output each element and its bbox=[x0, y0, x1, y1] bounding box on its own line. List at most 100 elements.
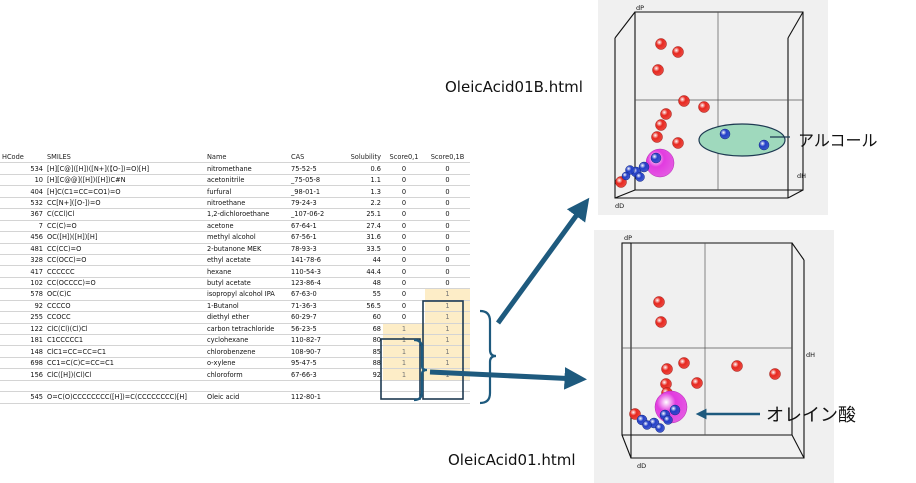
red-solvent-sphere bbox=[651, 131, 663, 143]
table-cell bbox=[289, 380, 341, 393]
plot-panel-top[interactable]: dP dH dD bbox=[598, 0, 828, 215]
table-cell: 123-86-4 bbox=[289, 277, 341, 290]
score01b-bracket bbox=[479, 309, 497, 405]
table-cell: 112-80-1 bbox=[289, 391, 341, 404]
table-cell: 60-29-7 bbox=[289, 311, 341, 324]
bottom-plot-points bbox=[629, 296, 781, 433]
red-solvent-sphere bbox=[655, 316, 667, 328]
table-cell: 2.2 bbox=[341, 197, 383, 210]
blue-solvent-sphere bbox=[669, 404, 681, 416]
blue-solvent-sphere bbox=[650, 152, 662, 164]
table-cell: cyclohexane bbox=[205, 334, 289, 347]
table-cell: O=C(O)CCCCCCCC([H])=C(CCCCCCCC)[H] bbox=[45, 391, 205, 404]
table-cell: 0 bbox=[383, 185, 425, 198]
table-cell: 88 bbox=[341, 357, 383, 370]
hansen-3d-plot-top[interactable]: dP dH dD bbox=[598, 0, 828, 215]
score01-highlight-box bbox=[380, 338, 421, 400]
table-cell: 0 bbox=[425, 254, 470, 267]
table-cell: _107-06-2 bbox=[289, 208, 341, 221]
table-cell: 55 bbox=[341, 288, 383, 301]
table-cell bbox=[45, 380, 205, 393]
table-cell: OC(C)C bbox=[45, 288, 205, 301]
table-cell: hexane bbox=[205, 265, 289, 278]
hansen-3d-plot-bottom[interactable]: dP dH dD bbox=[594, 230, 834, 483]
blue-solvent-sphere bbox=[758, 139, 770, 151]
table-row bbox=[0, 380, 470, 393]
table-cell: chlorobenzene bbox=[205, 345, 289, 358]
table-cell: 0 bbox=[383, 197, 425, 210]
table-cell: 578 bbox=[0, 288, 45, 301]
table-cell: 92 bbox=[341, 368, 383, 381]
red-solvent-sphere bbox=[655, 38, 667, 50]
table-cell bbox=[383, 391, 425, 404]
red-solvent-sphere bbox=[655, 119, 667, 131]
table-cell: _98-01-1 bbox=[289, 185, 341, 198]
table-cell: chloroform bbox=[205, 368, 289, 381]
header-name: Name bbox=[205, 152, 289, 164]
table-cell: 0 bbox=[383, 162, 425, 175]
table-cell: C(CCl)Cl bbox=[45, 208, 205, 221]
table-cell: 255 bbox=[0, 311, 45, 324]
table-cell: 328 bbox=[0, 254, 45, 267]
solvent-table: HCode SMILES Name CAS Solubility Score0,… bbox=[0, 152, 470, 404]
table-cell: 27.4 bbox=[341, 220, 383, 233]
table-cell bbox=[0, 380, 45, 393]
table-cell: 56.5 bbox=[341, 300, 383, 313]
table-cell: 25.1 bbox=[341, 208, 383, 221]
table-cell: 148 bbox=[0, 345, 45, 358]
table-cell: CCCCO bbox=[45, 300, 205, 313]
table-cell: 1 bbox=[425, 357, 470, 370]
table-cell: 10 bbox=[0, 174, 45, 187]
plot-panel-bottom[interactable]: dP dH dD bbox=[594, 230, 834, 483]
table-cell: 1 bbox=[425, 345, 470, 358]
solvent-table-container: HCode SMILES Name CAS Solubility Score0,… bbox=[0, 152, 470, 404]
table-cell: 1 bbox=[383, 345, 425, 358]
table-cell: ClC1=CC=CC=C1 bbox=[45, 345, 205, 358]
red-solvent-sphere bbox=[652, 64, 664, 76]
table-cell: 78-93-3 bbox=[289, 243, 341, 255]
table-cell: ClC(Cl)(Cl)Cl bbox=[45, 323, 205, 336]
blue-solvent-sphere bbox=[635, 172, 645, 182]
table-cell: 0 bbox=[383, 243, 425, 255]
red-solvent-sphere bbox=[678, 357, 690, 369]
table-cell: 0 bbox=[383, 265, 425, 278]
table-cell: 1.1 bbox=[341, 174, 383, 187]
score01b-highlight-box bbox=[422, 300, 464, 400]
table-cell: 44.4 bbox=[341, 265, 383, 278]
table-cell: 1 bbox=[425, 334, 470, 347]
table-cell: Oleic acid bbox=[205, 391, 289, 404]
table-cell: 1,2-dichloroethane bbox=[205, 208, 289, 221]
table-cell: acetone bbox=[205, 220, 289, 233]
table-cell: 80 bbox=[341, 334, 383, 347]
table-cell: 71-36-3 bbox=[289, 300, 341, 313]
table-cell: 0 bbox=[383, 208, 425, 221]
table-cell: CC[N+]([O-])=O bbox=[45, 197, 205, 210]
table-cell: 1 bbox=[425, 288, 470, 301]
table-cell: 85 bbox=[341, 345, 383, 358]
top-axis-dh-label: dH bbox=[797, 172, 806, 180]
table-cell: CC(OCCCC)=O bbox=[45, 277, 205, 290]
table-cell: 110-54-3 bbox=[289, 265, 341, 278]
table-cell: carbon tetrachloride bbox=[205, 323, 289, 336]
table-cell: CC1=C(C)C=CC=C1 bbox=[45, 357, 205, 370]
arrow-to-top-plot bbox=[495, 197, 590, 325]
red-solvent-sphere bbox=[629, 408, 641, 420]
table-cell: butyl acetate bbox=[205, 277, 289, 290]
red-solvent-sphere bbox=[661, 363, 673, 375]
table-cell: 534 bbox=[0, 162, 45, 175]
table-cell: CCOCC bbox=[45, 311, 205, 324]
table-cell: nitroethane bbox=[205, 197, 289, 210]
red-solvent-sphere bbox=[672, 46, 684, 58]
table-cell: 7 bbox=[0, 220, 45, 233]
blue-solvent-sphere bbox=[663, 415, 673, 425]
